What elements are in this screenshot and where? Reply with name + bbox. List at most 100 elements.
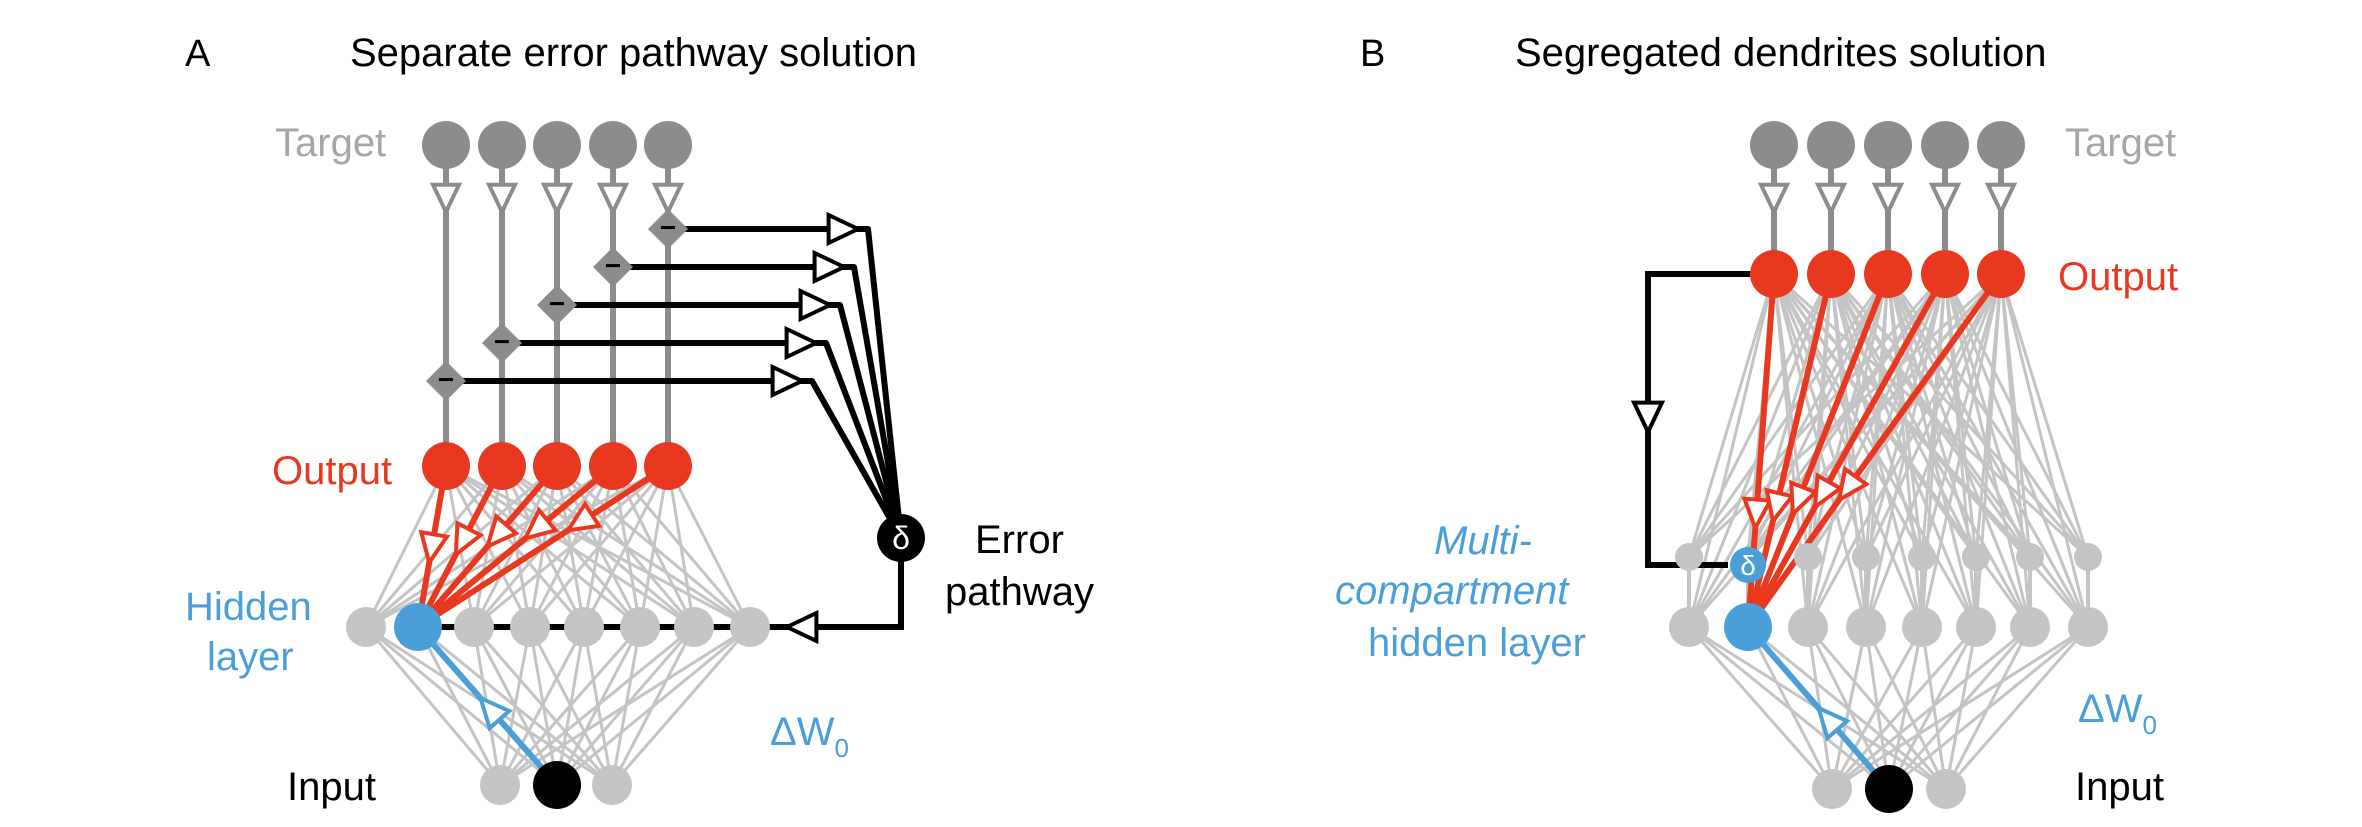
output-apical-connection	[1772, 272, 1868, 559]
apical-dendrite-node	[2016, 543, 2044, 571]
red-synapse	[563, 500, 603, 534]
output-apical-connection	[1829, 272, 2090, 559]
error-converge-line	[837, 304, 904, 539]
panel-b-title: Segregated dendrites solution	[1515, 31, 2046, 75]
apical-dendrite-active	[1730, 547, 1766, 583]
input-hidden-connection	[610, 625, 696, 787]
target-synapse	[1928, 182, 1962, 217]
hidden-output-connection	[1886, 272, 2090, 629]
hidden-output-connection	[1687, 272, 1776, 629]
apical-dendrite-node	[1908, 543, 1936, 571]
target-node	[1750, 121, 1798, 169]
hidden-node-active	[1724, 603, 1772, 651]
error-synapse	[826, 211, 863, 247]
input-hidden-connection	[472, 625, 614, 787]
hidden-node	[1846, 607, 1886, 647]
target-node	[422, 121, 470, 169]
panel-b-hidden-label-1: Multi-	[1434, 519, 1532, 563]
hidden-output-connection	[1943, 272, 2090, 629]
output-node	[589, 442, 637, 490]
hidden-node	[1956, 607, 1996, 647]
input-hidden-connection	[582, 625, 614, 787]
input-hidden-connection	[416, 625, 614, 787]
hidden-node	[2068, 607, 2108, 647]
minus-sign: −	[494, 326, 510, 357]
error-converge-line	[809, 379, 904, 540]
target-synapse	[1984, 182, 2018, 217]
input-hidden-connection	[1687, 625, 1834, 791]
panel-a-error-label-1: Error	[975, 518, 1064, 562]
output-apical-connection	[1772, 272, 2090, 559]
panel-b-connections	[1630, 142, 2090, 792]
output-node	[533, 442, 581, 490]
input-node	[1812, 769, 1852, 809]
comparator-diamond	[426, 361, 466, 401]
target-synapse	[540, 182, 574, 217]
output-node	[478, 442, 526, 490]
hidden-node	[2010, 607, 2050, 647]
red-synapse	[484, 512, 520, 551]
target-synapse	[1871, 182, 1905, 217]
hidden-output-connection	[611, 464, 752, 629]
target-synapse	[429, 182, 463, 217]
input-hidden-connection	[1687, 625, 1891, 791]
target-synapse	[1814, 182, 1848, 217]
panel-b-hidden-label-2: compartment	[1335, 569, 1570, 613]
output-node	[1921, 250, 1969, 298]
input-hidden-connection	[1864, 625, 1948, 791]
comparator-diamond	[648, 209, 688, 249]
panel-b-delta-w: ΔW0	[2078, 687, 2157, 740]
red-synapse	[1789, 479, 1820, 519]
blue-synapse	[1815, 704, 1851, 742]
output-hidden-red-line	[415, 463, 616, 630]
input-node	[480, 765, 520, 805]
error-synapse	[798, 287, 835, 323]
minus-sign: −	[438, 364, 454, 395]
feedback-synapse	[782, 609, 819, 645]
output-hidden-red-line	[1745, 271, 1948, 630]
hidden-output-connection	[444, 464, 752, 629]
comparator-diamond	[482, 323, 522, 363]
panel-b-output-label: Output	[2058, 255, 2178, 299]
output-node	[1807, 250, 1855, 298]
apical-dendrite-node	[1852, 543, 1880, 571]
input-hidden-connection	[1746, 625, 1948, 791]
target-node	[1977, 121, 2025, 169]
target-node	[478, 121, 526, 169]
target-synapse	[651, 182, 685, 217]
input-node-active	[1865, 765, 1913, 813]
output-node	[644, 442, 692, 490]
red-synapse	[1812, 472, 1844, 512]
target-synapse	[485, 182, 519, 217]
red-synapse	[1741, 496, 1774, 533]
error-converge-line	[865, 228, 904, 539]
hidden-node	[564, 607, 604, 647]
apical-dendrite-node	[1794, 543, 1822, 571]
input-hidden-connection	[610, 625, 642, 787]
panel-a-target-label: Target	[275, 121, 386, 165]
hidden-output-connection	[1999, 272, 2090, 629]
input-hidden-connection	[1944, 625, 2090, 791]
panel-a-letter: A	[185, 33, 211, 75]
output-hidden-red-line	[415, 463, 671, 630]
hidden-node	[674, 607, 714, 647]
panel-b-target-label: Target	[2065, 121, 2176, 165]
panel-b-input-label: Input	[2075, 765, 2164, 809]
feedback-synapse	[1630, 400, 1666, 437]
target-node	[533, 121, 581, 169]
blue-synapse	[477, 694, 513, 732]
red-synapse	[453, 519, 485, 559]
output-hidden-red-line	[1745, 271, 2004, 630]
hidden-node	[346, 607, 386, 647]
error-synapse	[770, 363, 807, 399]
panel-a-error-label-2: pathway	[945, 570, 1094, 614]
error-node	[877, 514, 925, 562]
output-node	[1864, 250, 1912, 298]
hidden-output-connection	[1829, 272, 2090, 629]
delta-symbol: δ	[892, 520, 910, 556]
comparator-diamond	[593, 247, 633, 287]
hidden-output-connection	[555, 464, 752, 629]
target-synapse	[596, 182, 630, 217]
hidden-node	[454, 607, 494, 647]
